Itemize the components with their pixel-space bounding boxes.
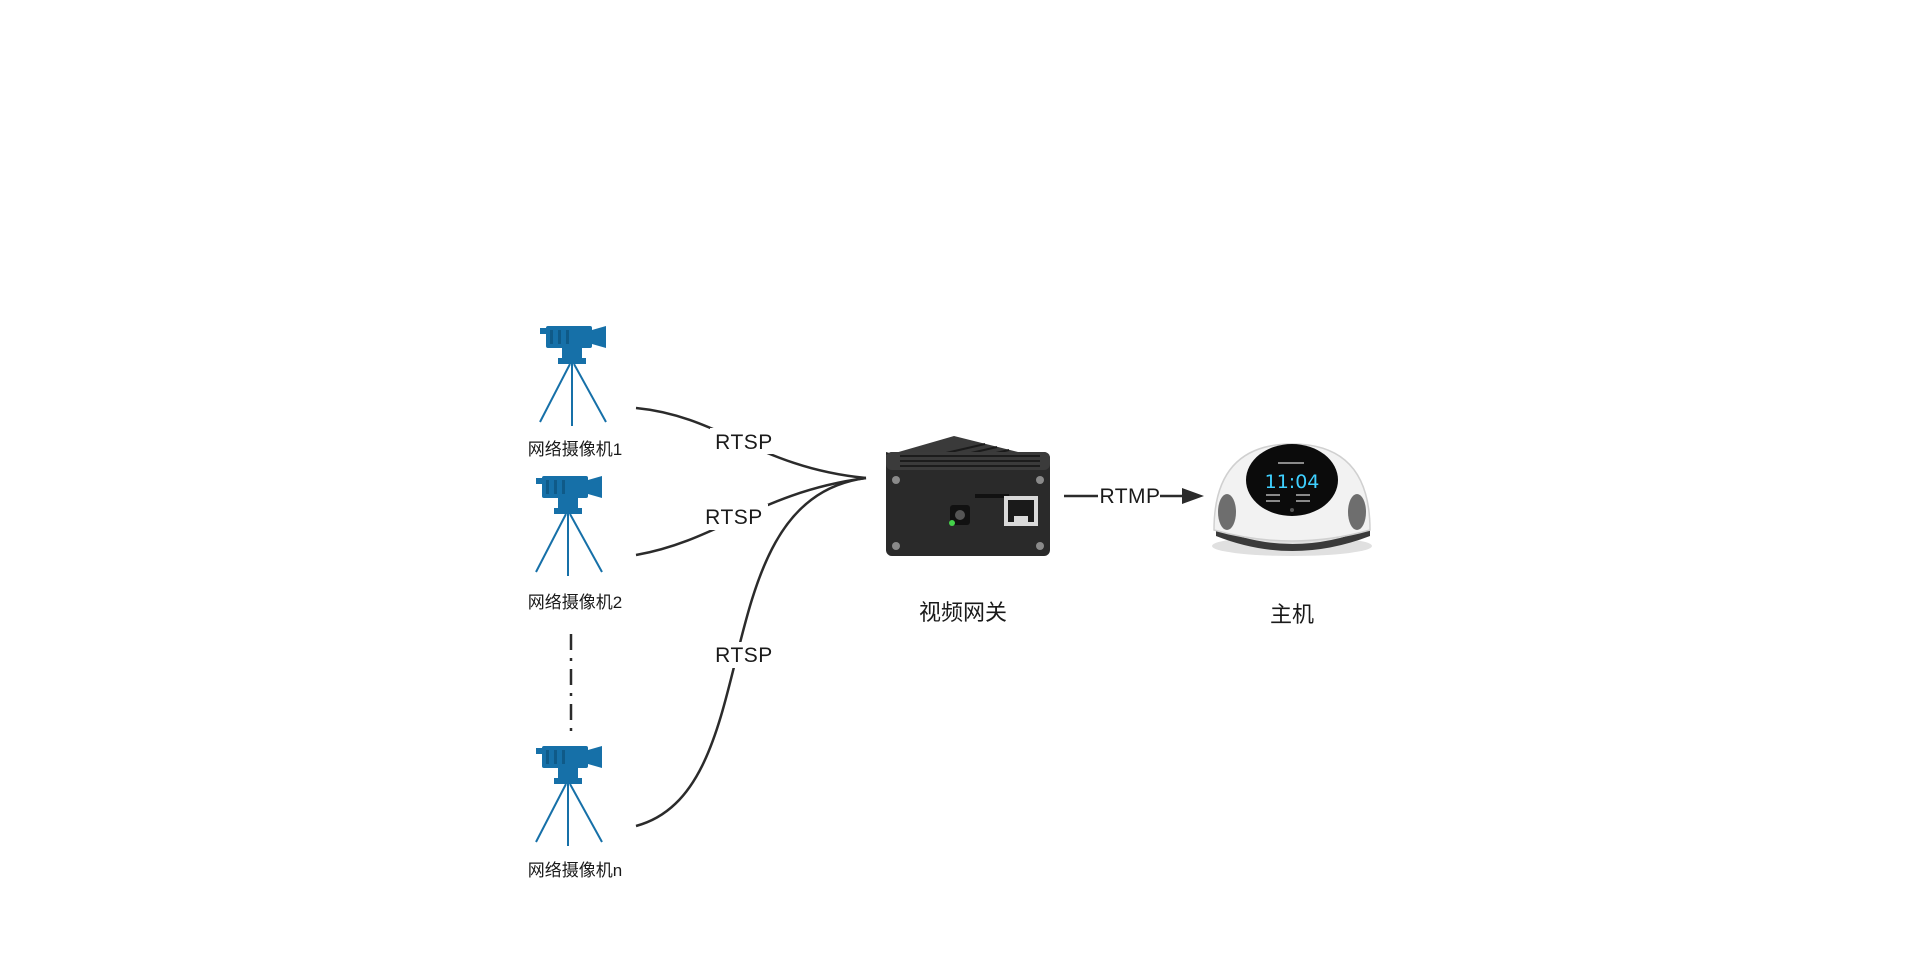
gateway-label: 视频网关 [919, 600, 1007, 625]
camera-2-label: 网络摄像机2 [528, 593, 622, 612]
camera-tripod-icon [535, 475, 603, 577]
camera-2: 网络摄像机2 [528, 475, 622, 612]
link-gateway-host: RTMP [1064, 484, 1204, 508]
camera-tripod-icon [535, 745, 603, 847]
camera-1-label: 网络摄像机1 [528, 440, 622, 459]
camera-n-label: 网络摄像机n [528, 861, 622, 880]
camera-n: 网络摄像机n [528, 745, 622, 880]
protocol-label-rtmp: RTMP [1099, 485, 1160, 508]
arrow-right-icon [1182, 488, 1204, 504]
protocol-label-1: RTSP [715, 431, 773, 454]
video-gateway-device: 视频网关 [886, 436, 1050, 625]
host-device: 11:04 主机 [1212, 443, 1372, 627]
host-screen-time: 11:04 [1265, 471, 1320, 493]
protocol-label-2: RTSP [705, 506, 763, 529]
camera-tripod-icon [539, 325, 607, 427]
protocol-label-n: RTSP [715, 644, 773, 667]
camera-1: 网络摄像机1 [528, 325, 622, 459]
host-label: 主机 [1270, 602, 1314, 627]
